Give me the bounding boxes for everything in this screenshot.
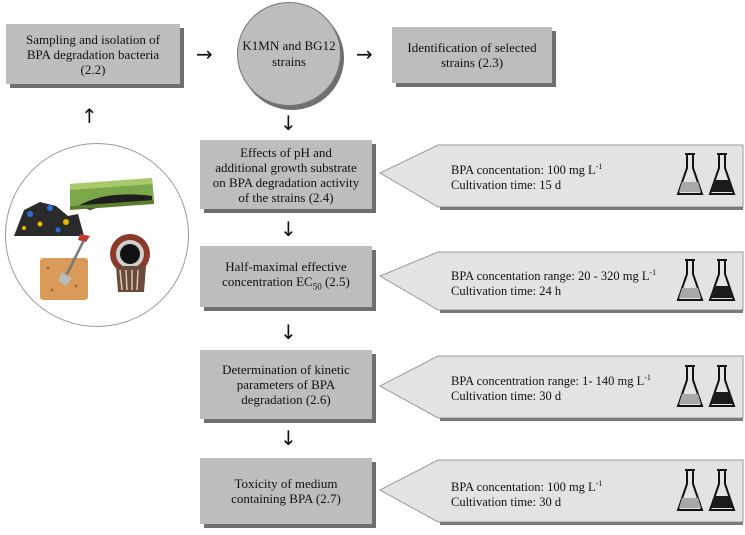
flask-pair-3 [676, 365, 736, 407]
step4-line2: containing BPA (2.7) [231, 491, 341, 506]
identification-box: Identification of selected strains (2.3) [392, 27, 552, 83]
arrow-right-1: → [196, 42, 213, 66]
step3-line2: parameters of BPA [236, 377, 336, 392]
sampling-box: Sampling and isolation of BPA degradatio… [6, 24, 180, 84]
step2-conditions-text: BPA concentation range: 20 - 320 mg L-1 … [451, 265, 656, 299]
step3-conditions-callout [378, 355, 744, 421]
identification-line1: Identification of selected [407, 40, 537, 55]
step3-concentration: BPA concentration range: 1- 140 mg L [451, 374, 645, 389]
step3-conditions-text: BPA concentration range: 1- 140 mg L-1 C… [451, 370, 651, 404]
step1-time: Cultivation time: 15 d [451, 178, 562, 193]
step2-line1: Half-maximal effective [225, 258, 347, 274]
flask-dark-icon [708, 259, 736, 301]
step3-concentration-unit-sup: -1 [644, 373, 651, 382]
strains-line1: K1MN and BG12 [242, 38, 336, 53]
sampling-sites-illustration [5, 143, 189, 327]
step2-line2-sub: 50 [312, 281, 322, 292]
step1-conditions-text: BPA concentation: 100 mg L-1 Cultivation… [451, 159, 602, 193]
step4-conditions-callout [378, 459, 744, 525]
flask-pair-2 [676, 259, 736, 301]
arrow-up: ↑ [81, 104, 98, 128]
step4-conditions-text: BPA concentation: 100 mg L-1 Cultivation… [451, 476, 602, 510]
step2-conditions-callout [378, 251, 744, 313]
identification-line2: strains (2.3) [440, 55, 504, 70]
step1-line4: of the strains (2.4) [238, 189, 334, 205]
step1-concentration-unit-sup: -1 [595, 162, 603, 171]
flask-light-icon [676, 259, 704, 301]
sampling-line2: BPA degradation bacteria [26, 46, 160, 62]
arrow-right-2: → [356, 42, 373, 66]
strains-circle: K1MN and BG12 strains [237, 2, 341, 106]
step2-concentration: BPA concentation range: 20 - 320 mg L [451, 269, 650, 284]
step4-concentration: BPA concentation: 100 mg L [451, 480, 596, 495]
step2-line2-tail: (2.5) [321, 273, 350, 289]
flask-dark-icon [708, 153, 736, 195]
step1-line3: on BPA degradation activity [212, 174, 360, 190]
arrow-down-2: ↓ [280, 320, 297, 344]
step2-time: Cultivation time: 24 h [451, 284, 562, 299]
flask-pair-1 [676, 153, 736, 195]
strains-line2: strains [272, 54, 306, 69]
step4-line1: Toxicity of medium [234, 476, 338, 491]
step4-time: Cultivation time: 30 d [451, 495, 562, 510]
arrow-down-1: ↓ [280, 217, 297, 241]
step3-time: Cultivation time: 30 d [451, 389, 562, 404]
step1-concentration: BPA concentation: 100 mg L [451, 163, 596, 178]
flask-light-icon [676, 153, 704, 195]
flask-dark-icon [708, 469, 736, 511]
step-toxicity-box: Toxicity of medium containing BPA (2.7) [200, 458, 372, 524]
step3-line1: Determination of kinetic [222, 362, 350, 377]
flask-light-icon [676, 365, 704, 407]
flask-dark-icon [708, 365, 736, 407]
step2-concentration-unit-sup: -1 [649, 268, 657, 277]
step1-conditions-callout [378, 144, 744, 210]
step-ph-box: Effects of pH and additional growth subs… [200, 140, 372, 209]
arrow-down-3: ↓ [280, 426, 297, 450]
flask-light-icon [676, 469, 704, 511]
step1-line1: Effects of pH and [240, 144, 332, 160]
arrow-down-0: ↓ [280, 111, 297, 135]
step4-concentration-unit-sup: -1 [595, 479, 603, 488]
step2-line2: concentration EC [222, 273, 313, 289]
sampling-line3: (2.2) [80, 61, 106, 77]
step-ec50-box: Half-maximal effective concentration EC5… [200, 246, 372, 307]
step-kinetics-box: Determination of kinetic parameters of B… [200, 350, 372, 419]
step1-line2: additional growth substrate [215, 159, 357, 175]
flask-pair-4 [676, 469, 736, 511]
sampling-line1: Sampling and isolation of [26, 31, 160, 47]
step3-line3: degradation (2.6) [241, 392, 331, 407]
